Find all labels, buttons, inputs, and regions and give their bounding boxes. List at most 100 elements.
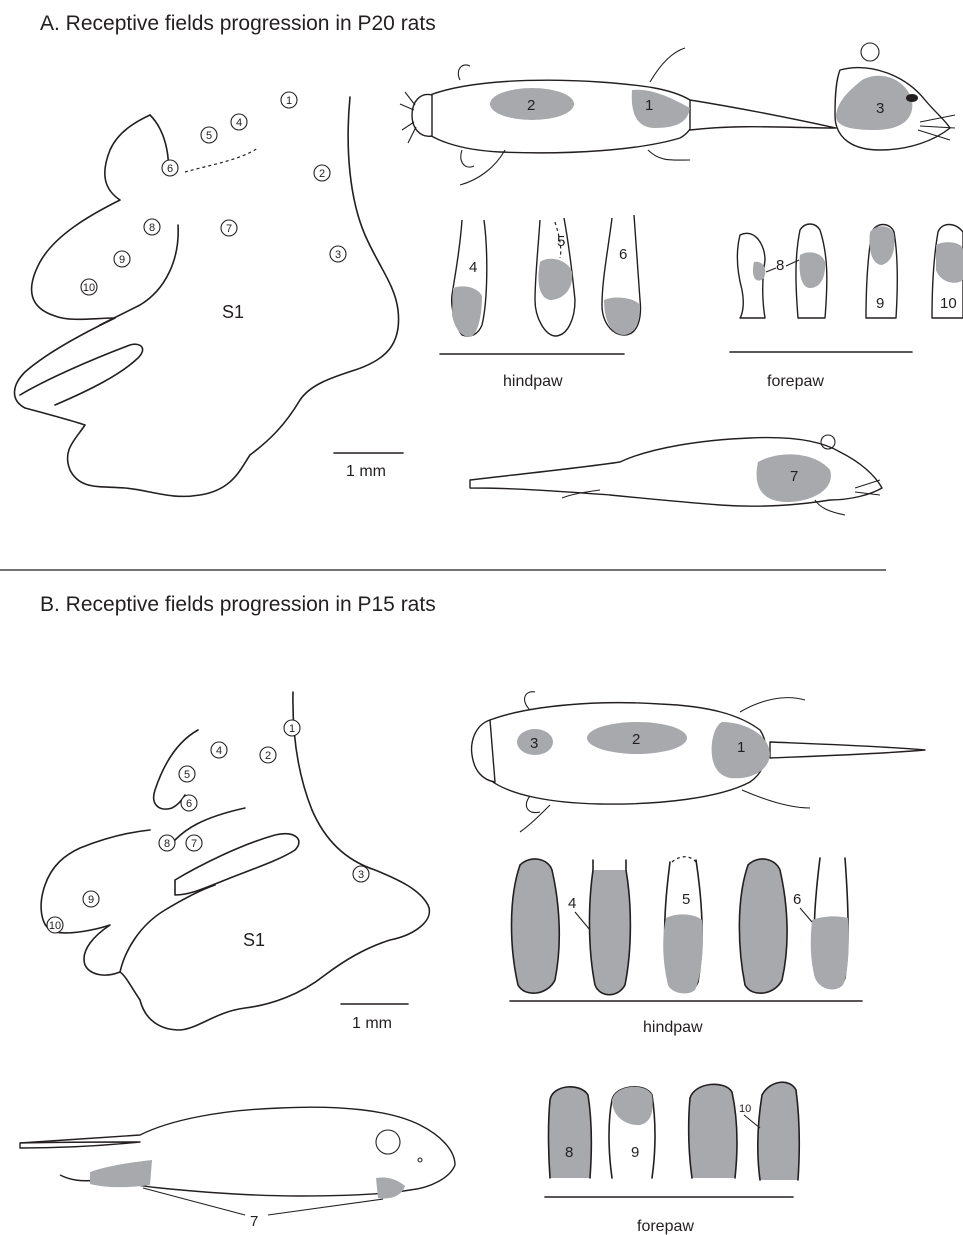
panel-b-rf-9-label: 9 — [631, 1144, 639, 1161]
panel-a-scale-label: 1 mm — [346, 463, 386, 480]
panel-a-inner-fold — [20, 344, 143, 405]
panel-b-rf-10b — [758, 1082, 799, 1180]
panel-a-forepaws: 8 9 10 forepaw — [730, 224, 963, 390]
panel-a-rf-2-label: 2 — [527, 97, 535, 114]
panel-b-hindpaw-label: hindpaw — [643, 1019, 703, 1036]
panel-a-s1-label: S1 — [222, 302, 244, 322]
panel-a-rf-10 — [936, 242, 963, 282]
svg-text:1: 1 — [289, 723, 295, 735]
panel-a-rf-3-label: 3 — [876, 100, 884, 117]
panel-b-rat-lateral: 7 — [20, 1107, 455, 1230]
panel-b-rf-2-label: 2 — [632, 731, 640, 748]
svg-text:8: 8 — [149, 222, 155, 234]
panel-a-rat-dorsal: 2 1 — [400, 48, 836, 185]
svg-text:10: 10 — [83, 282, 95, 294]
svg-text:3: 3 — [335, 249, 341, 261]
svg-text:7: 7 — [226, 223, 232, 235]
panel-b-recording-site-6: 6 — [181, 795, 197, 811]
panel-a-hindpaws: 4 5 6 hindpaw — [440, 215, 640, 390]
panel-b-rf-6a — [739, 859, 787, 993]
svg-text:5: 5 — [206, 130, 212, 142]
panel-b-rf-5-label: 5 — [682, 891, 690, 908]
svg-text:9: 9 — [88, 894, 94, 906]
panel-b-rf-4-label: 4 — [568, 895, 576, 912]
panel-a-recording-site-7: 7 — [221, 220, 237, 236]
panel-a-rf-1-label: 1 — [645, 97, 653, 114]
panel-a-rat-lateral: 7 — [470, 435, 882, 515]
panel-b-rf-1-label: 1 — [737, 739, 745, 756]
panel-b-s1-label: S1 — [243, 930, 265, 950]
panel-b-recording-site-4: 4 — [211, 742, 227, 758]
panel-a-forepaw-label: forepaw — [767, 373, 824, 390]
svg-text:1: 1 — [286, 95, 292, 107]
svg-text:7: 7 — [191, 838, 197, 850]
panel-a-rf-6-label: 6 — [619, 246, 627, 263]
panel-b-recording-site-9: 9 — [83, 891, 99, 907]
panel-a-rf-8-label: 8 — [776, 257, 784, 274]
panel-b-rf-10-label: 10 — [739, 1103, 751, 1115]
panel-a-recording-site-6: 6 — [162, 160, 178, 176]
panel-a-rat-head: 3 — [835, 43, 955, 150]
panel-a-cortex-map: S1 1 mm 1 2 3 4 5 6 7 8 9 10 — [14, 92, 403, 496]
panel-a-rf-7-label: 7 — [790, 468, 798, 485]
panel-b-rf-8 — [549, 1087, 592, 1178]
panel-b-recording-site-5: 5 — [179, 766, 195, 782]
panel-b-sulcus — [175, 808, 245, 840]
panel-a-recording-site-8: 8 — [144, 219, 160, 235]
panel-b-recording-site-8: 8 — [159, 835, 175, 851]
panel-b-rat-dorsal: 3 2 1 — [472, 692, 925, 832]
panel-b-hindpaws: 4 5 6 hindpaw — [510, 857, 862, 1036]
panel-a-cortex-outline — [14, 97, 398, 496]
panel-b-title: B. Receptive fields progression in P15 r… — [40, 593, 436, 616]
svg-text:4: 4 — [236, 117, 242, 129]
panel-b-scale-label: 1 mm — [352, 1015, 392, 1032]
panel-b-rf-4b — [589, 870, 630, 995]
panel-b-rf-6-label: 6 — [793, 891, 801, 908]
panel-b-recording-site-2: 2 — [260, 747, 276, 763]
panel-a-title: A. Receptive fields progression in P20 r… — [40, 12, 436, 35]
panel-a-rf-5-label: 5 — [557, 233, 565, 250]
svg-text:8: 8 — [164, 838, 170, 850]
panel-b-rf-3-label: 3 — [530, 735, 538, 752]
panel-a-recording-site-9: 9 — [114, 251, 130, 267]
panel-a-recording-site-5: 5 — [201, 127, 217, 143]
panel-a-hindpaw-label: hindpaw — [503, 373, 563, 390]
panel-a-rf-10-label: 10 — [940, 295, 957, 312]
panel-b-rf-9 — [612, 1087, 653, 1125]
panel-a-rf-9-label: 9 — [876, 295, 884, 312]
svg-text:2: 2 — [319, 168, 325, 180]
svg-text:5: 5 — [184, 769, 190, 781]
panel-b-lower-fold — [120, 885, 215, 972]
panel-a-inner-sulcus — [100, 225, 178, 325]
panel-b: B. Receptive fields progression in P15 r… — [20, 593, 925, 1235]
panel-a-recording-site-1: 1 — [281, 92, 297, 108]
svg-text:4: 4 — [216, 745, 222, 757]
svg-text:9: 9 — [119, 254, 125, 266]
panel-b-forepaw-label: forepaw — [637, 1218, 694, 1235]
panel-b-recording-site-1: 1 — [284, 720, 300, 736]
panel-b-rf-7-label: 7 — [250, 1213, 258, 1230]
panel-b-cortex-map: S1 1 mm 1 2 3 4 5 6 7 8 9 10 — [41, 692, 429, 1032]
panel-b-rf-6b — [811, 916, 849, 989]
panel-a-recording-site-3: 3 — [330, 246, 346, 262]
panel-b-rf-10a — [689, 1084, 737, 1178]
panel-b-recording-site-7: 7 — [186, 835, 202, 851]
panel-b-rf-5 — [663, 914, 703, 993]
panel-a-recording-site-10: 10 — [81, 279, 97, 295]
panel-b-rf-8-label: 8 — [565, 1144, 573, 1161]
panel-a-rf-4-label: 4 — [469, 259, 477, 276]
panel-b-rf-4a — [512, 859, 560, 993]
svg-text:6: 6 — [186, 798, 192, 810]
panel-b-recording-site-3: 3 — [353, 866, 369, 882]
panel-a-border-dashed — [185, 148, 258, 172]
panel-a-recording-site-2: 2 — [314, 165, 330, 181]
svg-text:2: 2 — [265, 750, 271, 762]
svg-text:6: 6 — [167, 163, 173, 175]
svg-text:3: 3 — [358, 869, 364, 881]
svg-text:10: 10 — [49, 920, 61, 932]
panel-b-cortex-outline — [41, 692, 429, 1030]
panel-a-recording-site-4: 4 — [231, 114, 247, 130]
panel-a: A. Receptive fields progression in P20 r… — [14, 12, 963, 515]
panel-b-recording-site-10: 10 — [47, 917, 63, 933]
